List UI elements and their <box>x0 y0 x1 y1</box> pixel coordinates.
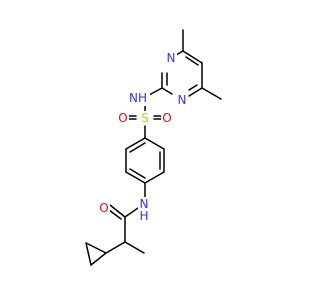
atom-label-o: O <box>162 111 171 125</box>
atom-label-n: N <box>178 93 187 107</box>
bond <box>188 84 198 91</box>
bond <box>144 137 165 150</box>
amide-group <box>108 182 146 243</box>
bond <box>161 87 173 95</box>
bond <box>201 87 222 100</box>
bond <box>185 56 199 66</box>
bond <box>90 252 107 266</box>
atom-label-h: H <box>139 209 148 223</box>
structure-diagram: N N NH S O O N H O <box>85 29 222 266</box>
atom-label-n: N <box>167 51 176 65</box>
pyrimidine-ring <box>148 29 222 100</box>
atom-label-o: O <box>118 111 127 125</box>
atom-labels: N N NH S O O N H O <box>98 51 188 223</box>
bond <box>144 171 165 184</box>
bond <box>182 50 203 64</box>
bond <box>108 209 122 220</box>
atom-label-s: S <box>141 111 149 125</box>
bond <box>85 242 107 254</box>
bond <box>124 241 145 254</box>
atom-label-o: O <box>99 201 108 215</box>
cyclopropyl-group <box>85 241 145 266</box>
bond <box>129 142 146 153</box>
bond <box>129 168 146 179</box>
sulfonamide-group <box>128 103 162 139</box>
bond <box>125 137 146 150</box>
bond <box>125 171 146 184</box>
benzene-ring <box>125 137 165 184</box>
bond <box>148 87 163 96</box>
bond <box>109 204 126 218</box>
atom-label-nh: NH <box>129 91 147 105</box>
bond <box>105 241 126 254</box>
atom-label-n: N <box>140 197 149 211</box>
bond <box>188 87 203 97</box>
bond <box>85 242 92 266</box>
bond <box>124 207 139 218</box>
